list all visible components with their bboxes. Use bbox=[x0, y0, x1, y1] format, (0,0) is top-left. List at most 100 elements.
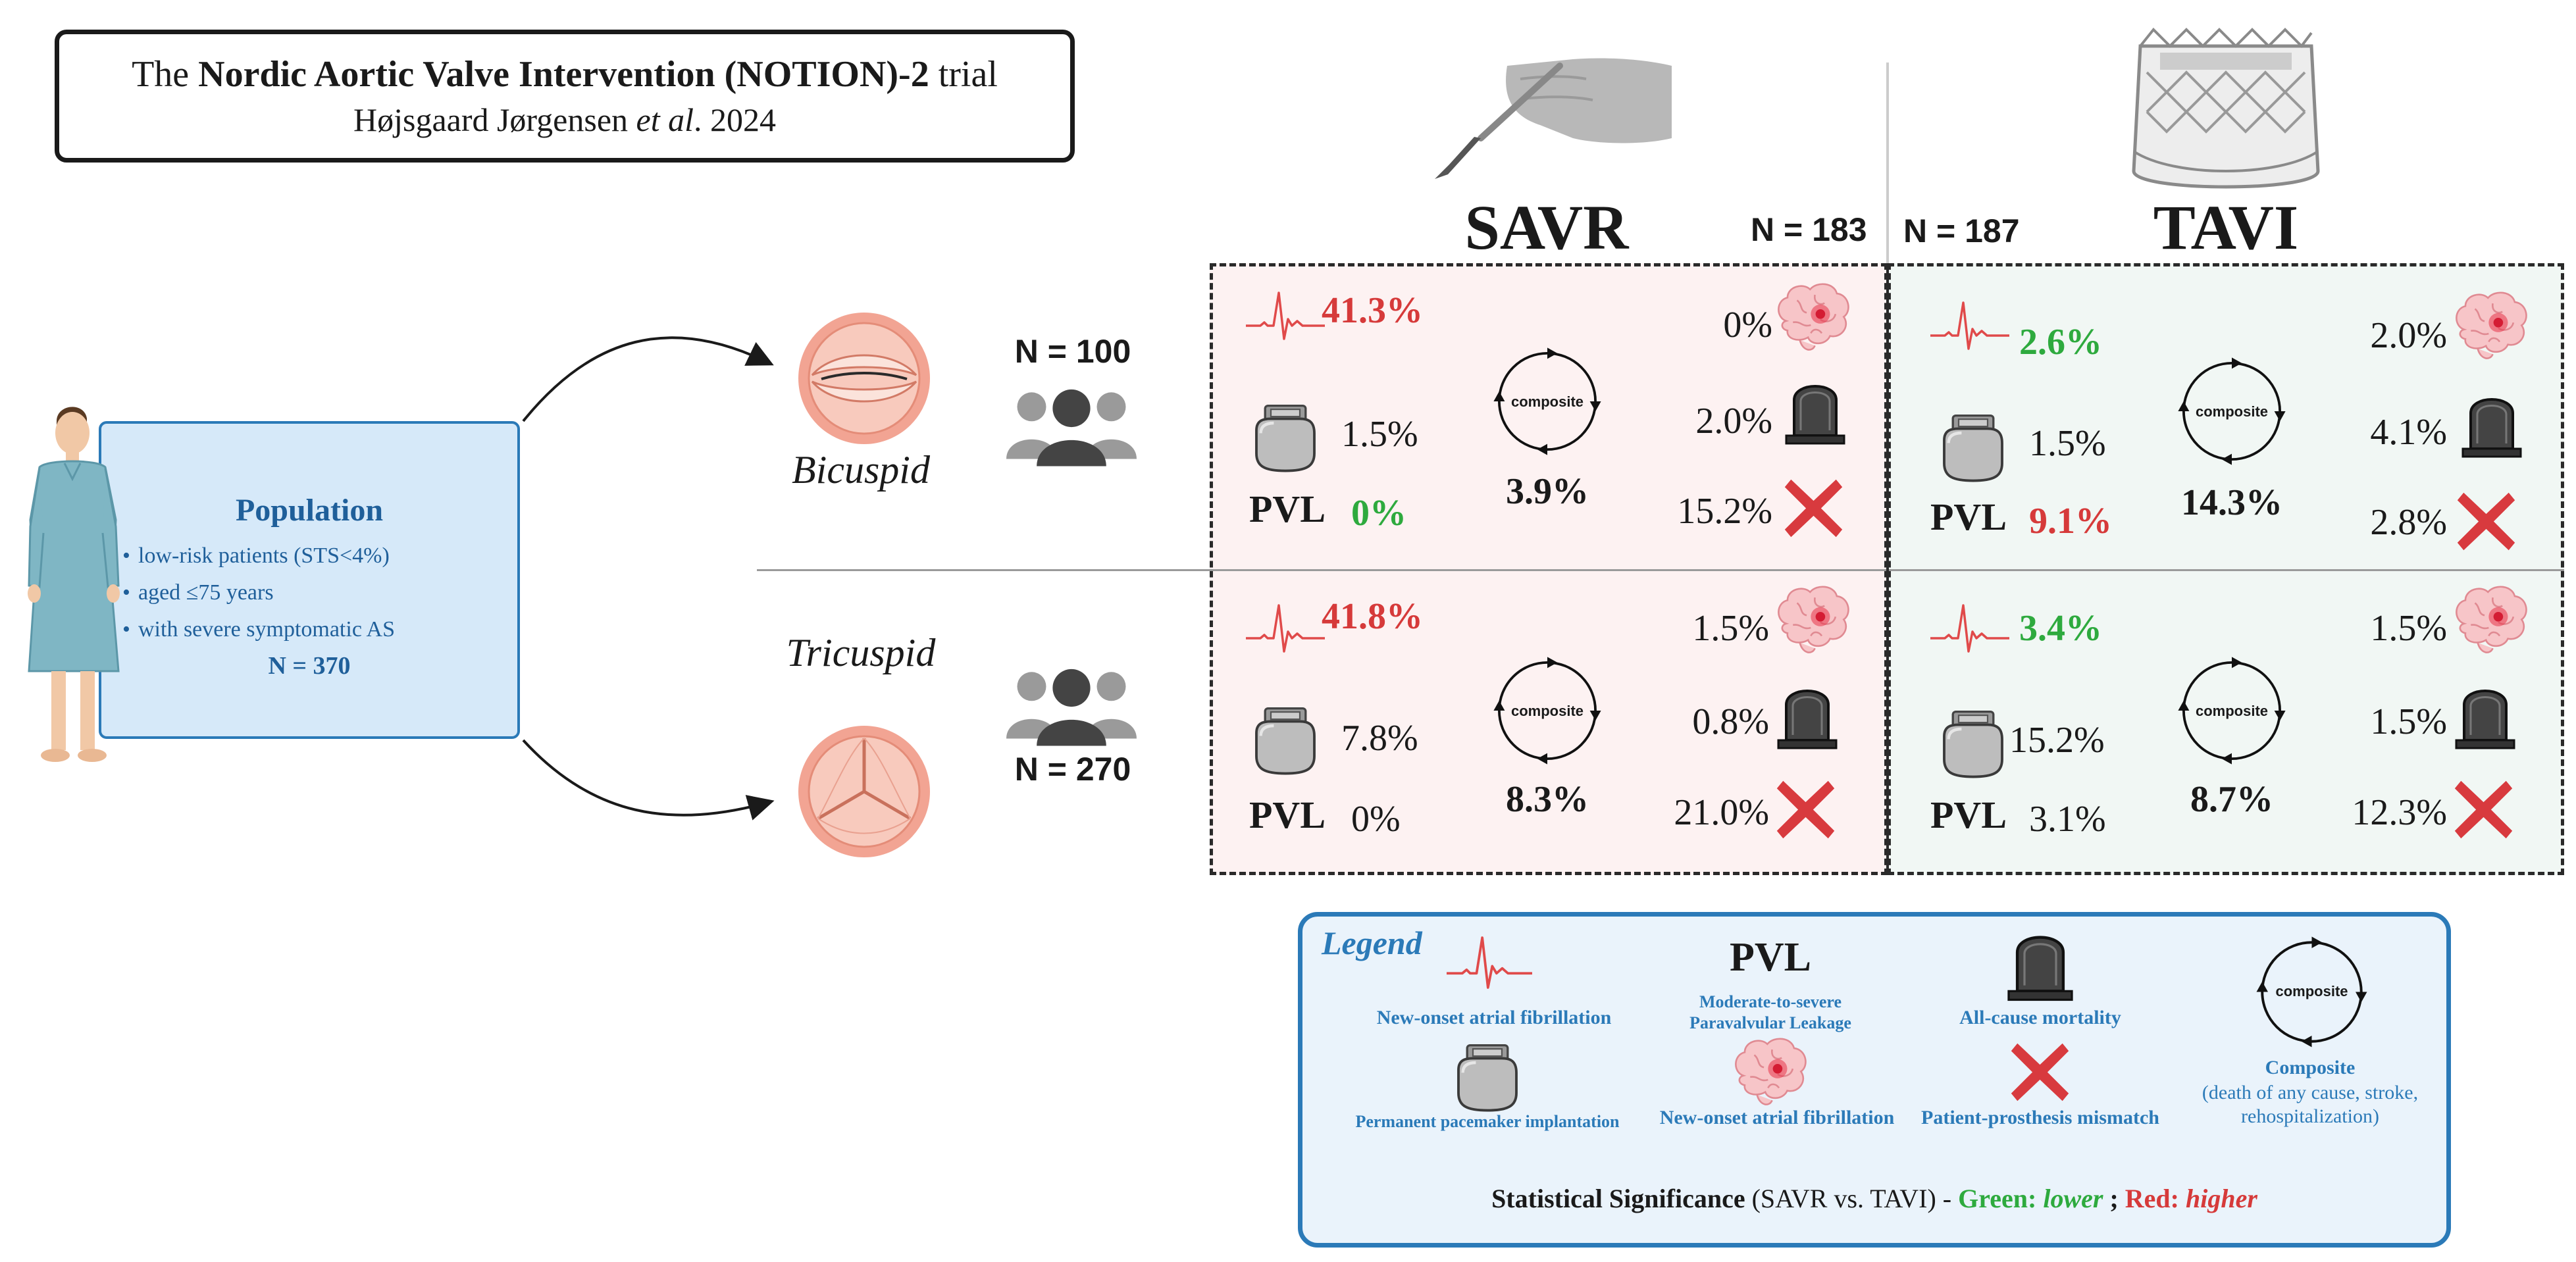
people-icon bbox=[999, 658, 1144, 747]
title-line: The Nordic Aortic Valve Intervention (NO… bbox=[132, 51, 998, 98]
ppm-value: 15.2% bbox=[1677, 491, 1772, 532]
savr-title: SAVR bbox=[1464, 192, 1629, 263]
people-icon bbox=[999, 378, 1144, 467]
citation-line: Højsgaard Jørgensen et al. 2024 bbox=[353, 98, 776, 141]
composite-word: composite bbox=[1510, 703, 1584, 719]
title-suffix: trial bbox=[929, 54, 998, 95]
stroke-value: 0% bbox=[1723, 305, 1772, 345]
citation-year: . 2024 bbox=[694, 101, 777, 138]
significance-green-word: lower bbox=[2043, 1184, 2103, 1213]
brain-stroke-icon bbox=[1772, 582, 1855, 658]
af-value: 3.4% bbox=[2019, 608, 2102, 649]
tombstone-icon bbox=[1782, 375, 1848, 447]
pacemaker-icon bbox=[1937, 411, 2009, 484]
pvl-value: 0% bbox=[1351, 493, 1406, 534]
tricuspid-label: Tricuspid bbox=[786, 631, 936, 674]
legend-composite-title: Composite bbox=[2265, 1057, 2356, 1078]
legend-composite-word: composite bbox=[2275, 983, 2348, 999]
pacemaker-icon bbox=[1937, 707, 2009, 780]
stroke-value: 2.0% bbox=[2370, 315, 2447, 356]
x-mark-icon bbox=[2009, 1041, 2071, 1103]
population-n: N = 370 bbox=[268, 652, 351, 680]
significance-red-label: Red: bbox=[2125, 1184, 2186, 1213]
scalpel-hand-icon bbox=[1435, 58, 1672, 179]
stroke-value: 1.5% bbox=[1692, 608, 1769, 649]
legend-pvl-desc: Paravalvular Leakage bbox=[1689, 1013, 1851, 1032]
arm-divider-top bbox=[1886, 63, 1889, 263]
population-arrows bbox=[522, 336, 775, 820]
mortality-value: 2.0% bbox=[1695, 401, 1772, 442]
legend-stroke-label: New-onset atrial fibrillation bbox=[1659, 1107, 1895, 1128]
bicuspid-n: N = 100 bbox=[1014, 333, 1131, 370]
x-mark-icon bbox=[2455, 490, 2517, 553]
stroke-value: 1.5% bbox=[2370, 608, 2447, 649]
tombstone-icon bbox=[2004, 925, 2076, 1004]
x-mark-icon bbox=[2452, 778, 2515, 841]
cell-tavi-tricuspid: 3.4% 15.2% PVL 3.1% composite 8.7% 1.5% … bbox=[1888, 569, 2564, 875]
ppm-value: 2.8% bbox=[2370, 502, 2447, 543]
pvl-label: PVL bbox=[1249, 794, 1326, 836]
mortality-value: 0.8% bbox=[1692, 701, 1769, 742]
bicuspid-valve-icon bbox=[798, 313, 930, 444]
savr-n: N = 183 bbox=[1751, 211, 1867, 248]
af-value: 2.6% bbox=[2019, 322, 2102, 363]
citation-authors: Højsgaard Jørgensen bbox=[353, 101, 636, 138]
pvl-value: 0% bbox=[1351, 799, 1401, 840]
pacemaker-value: 15.2% bbox=[2009, 720, 2105, 761]
composite-value: 3.9% bbox=[1506, 471, 1589, 512]
composite-value: 14.3% bbox=[2181, 482, 2282, 523]
pvl-value: 9.1% bbox=[2029, 501, 2112, 542]
composite-value: 8.3% bbox=[1506, 779, 1589, 820]
legend-mortality-label: All-cause mortality bbox=[1959, 1007, 2121, 1028]
af-value: 41.8% bbox=[1322, 596, 1423, 637]
arrow-to-bicuspid bbox=[522, 336, 774, 422]
bicuspid-label: Bicuspid bbox=[792, 448, 930, 492]
tombstone-icon bbox=[2452, 680, 2518, 752]
brain-stroke-icon bbox=[2450, 582, 2533, 658]
legend-pvl-word: PVL bbox=[1730, 935, 1811, 980]
legend-pvl-desc: Moderate-to-severe bbox=[1699, 992, 1842, 1011]
legend-title: Legend bbox=[1322, 924, 1422, 961]
tombstone-icon bbox=[2459, 388, 2525, 461]
pacemaker-value: 1.5% bbox=[2029, 423, 2106, 464]
pvl-label: PVL bbox=[1930, 794, 2007, 836]
af-value: 41.3% bbox=[1322, 290, 1423, 331]
ecg-icon bbox=[1246, 290, 1325, 342]
ppm-value: 21.0% bbox=[1674, 792, 1769, 833]
brain-stroke-icon bbox=[1772, 280, 1855, 355]
x-mark-icon bbox=[1774, 778, 1837, 841]
tombstone-icon bbox=[1774, 680, 1840, 752]
legend-af-label: New-onset atrial fibrillation bbox=[1376, 1007, 1612, 1028]
tavi-valve-stent-icon bbox=[2132, 28, 2320, 189]
pvl-label: PVL bbox=[1930, 495, 2007, 538]
pacemaker-icon bbox=[1249, 401, 1322, 474]
significance-comparison: (SAVR vs. TAVI) - bbox=[1745, 1184, 1959, 1213]
title-trial-name: Nordic Aortic Valve Intervention (NOTION… bbox=[198, 54, 929, 95]
legend-significance: Statistical Significance (SAVR vs. TAVI)… bbox=[1298, 1183, 2451, 1214]
brain-stroke-icon bbox=[2450, 288, 2533, 364]
arm-divider bbox=[1886, 263, 1889, 875]
ecg-icon bbox=[1246, 602, 1325, 655]
composite-value: 8.7% bbox=[2190, 779, 2273, 820]
citation-etal: et al bbox=[636, 101, 694, 138]
composite-word: composite bbox=[2195, 703, 2269, 719]
ecg-icon bbox=[1447, 933, 1532, 992]
tricuspid-n: N = 270 bbox=[1014, 751, 1131, 788]
population-criterion: low-risk patients (STS<4%) bbox=[122, 543, 390, 568]
mortality-value: 4.1% bbox=[2370, 412, 2447, 453]
legend-composite-desc: (death of any cause, stroke, bbox=[2202, 1082, 2419, 1103]
legend-composite-desc: rehospitalization) bbox=[2241, 1105, 2379, 1127]
pvl-value: 3.1% bbox=[2029, 799, 2106, 840]
pacemaker-value: 1.5% bbox=[1341, 414, 1418, 455]
composite-word: composite bbox=[2195, 403, 2269, 420]
arrow-to-tricuspid bbox=[522, 739, 775, 820]
tavi-title: TAVI bbox=[2153, 192, 2299, 263]
row-divider bbox=[757, 569, 2564, 571]
population-criterion: with severe symptomatic AS bbox=[122, 617, 395, 642]
pacemaker-icon bbox=[1249, 704, 1322, 776]
significance-red-word: higher bbox=[2186, 1184, 2257, 1213]
ecg-icon bbox=[1930, 602, 2009, 655]
composite-word: composite bbox=[1510, 393, 1584, 410]
tavi-n: N = 187 bbox=[1903, 213, 2020, 249]
title-prefix: The bbox=[132, 54, 199, 95]
